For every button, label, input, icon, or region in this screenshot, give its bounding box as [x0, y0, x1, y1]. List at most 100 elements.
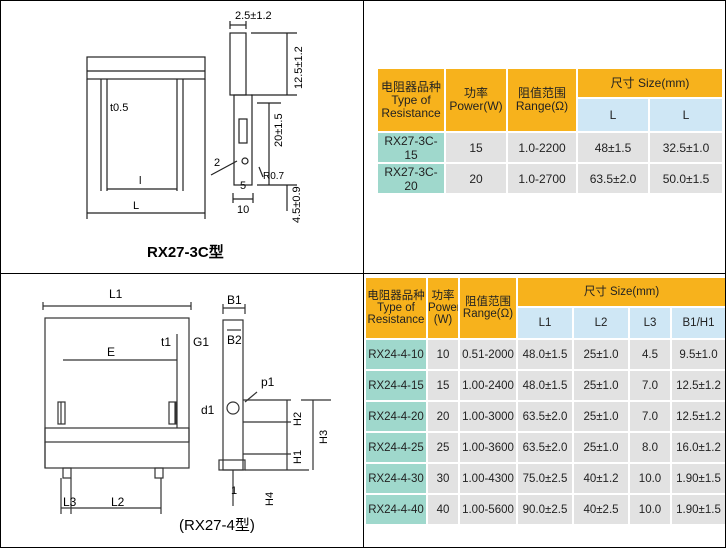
dim-E: E	[107, 345, 115, 359]
header-size-sub-1: L	[576, 97, 650, 133]
cell-range: 1.0-2200	[506, 131, 578, 164]
dim-H2: H2	[292, 412, 304, 426]
header-size-L3: L3	[628, 306, 672, 340]
cell-L2: 40±1.2	[572, 462, 630, 495]
cell-L2: 40±2.5	[572, 493, 630, 526]
cell-L3: 4.5	[628, 338, 672, 371]
rx27-3c-drawing: 2.5±1.2 12.5±1.2 t0.5 20±1.5 l L 2 5 R0.…	[86, 10, 305, 261]
dim-five: 5	[240, 180, 246, 192]
cell-range: 1.00-2400	[458, 369, 518, 402]
cell-size-2: 50.0±1.5	[647, 162, 725, 195]
rx24-4-spec-table: 电阻器品种 Type of Resistance 功率 Power (W) 阻值…	[364, 276, 725, 526]
grid-divider-vertical	[363, 1, 364, 547]
dim-r: R0.7	[263, 171, 285, 182]
dim-body: 20±1.5	[273, 113, 285, 147]
dim-L: L	[133, 200, 139, 212]
dim-t1: t1	[161, 335, 171, 349]
drawing-caption: RX27-3C型	[147, 243, 224, 261]
header-size: 尺寸 Size(mm)	[515, 276, 725, 308]
dim-H3: H3	[318, 430, 330, 444]
table-row: RX24-4-10 10 0.51-2000 48.0±1.5 25±1.0 4…	[364, 338, 725, 371]
cell-L1: 63.5±2.0	[516, 400, 574, 433]
cell-range: 0.51-2000	[458, 338, 518, 371]
dim-L2: L2	[111, 495, 125, 509]
dim-G1: G1	[193, 335, 209, 349]
table-row: RX24-4-40 40 1.00-5600 90.0±2.5 40±2.5 1…	[364, 493, 725, 526]
header-range: 阻值范围 Range(Ω)	[506, 67, 578, 133]
cell-type: RX24-4-20	[364, 400, 428, 433]
header-type: 电阻器品种 Type of Resistance	[364, 276, 428, 340]
cell-type: RX27-3C-20	[376, 162, 446, 195]
cell-L1: 48.0±1.5	[516, 338, 574, 371]
dim-H4: H4	[264, 492, 276, 506]
rx27-3c-table-panel: 电阻器品种 Type of Resistance 功率 Power(W) 阻值范…	[364, 1, 725, 273]
cell-B1H1: 16.0±1.2	[669, 431, 725, 464]
cell-B1H1: 1.90±1.5	[669, 493, 725, 526]
cell-range: 1.00-4300	[458, 462, 518, 495]
dim-one: 1	[231, 485, 237, 497]
cell-B1H1: 12.5±1.2	[669, 369, 725, 402]
cell-type: RX24-4-25	[364, 431, 428, 464]
dim-B2: B2	[227, 333, 242, 347]
table-row: RX27-3C-20 20 1.0-2700 63.5±2.0 50.0±1.5	[376, 162, 725, 195]
dim-L1: L1	[109, 287, 123, 301]
rx27-3c-drawing-panel: 2.5±1.2 12.5±1.2 t0.5 20±1.5 l L 2 5 R0.…	[1, 1, 363, 273]
header-size-L1: L1	[516, 306, 574, 340]
cell-B1H1: 9.5±1.0	[669, 338, 725, 371]
dim-l: l	[139, 175, 141, 187]
dim-ten: 10	[237, 204, 249, 216]
dim-H1: H1	[292, 450, 304, 464]
header-power: 功率 Power(W)	[444, 67, 508, 133]
cell-type: RX24-4-30	[364, 462, 428, 495]
table-row: RX24-4-25 25 1.00-3600 63.5±2.0 25±1.0 8…	[364, 431, 725, 464]
cell-L3: 10.0	[628, 493, 672, 526]
cell-L3: 10.0	[628, 462, 672, 495]
cell-L3: 8.0	[628, 431, 672, 464]
dim-lead-bottom: 4.5±0.9	[291, 186, 303, 223]
cell-L2: 25±1.0	[572, 338, 630, 371]
cell-power: 25	[426, 431, 460, 464]
cell-L1: 63.5±2.0	[516, 431, 574, 464]
cell-power: 10	[426, 338, 460, 371]
cell-power: 30	[426, 462, 460, 495]
header-power: 功率 Power (W)	[426, 276, 460, 340]
header-type: 电阻器品种 Type of Resistance	[376, 67, 446, 133]
dim-p1: p1	[261, 375, 275, 389]
cell-type: RX24-4-40	[364, 493, 428, 526]
cell-type: RX24-4-10	[364, 338, 428, 371]
cell-power: 15	[444, 131, 508, 164]
cell-range: 1.00-3600	[458, 431, 518, 464]
cell-type: RX27-3C-15	[376, 131, 446, 164]
cell-size-1: 48±1.5	[576, 131, 650, 164]
table-row: RX24-4-30 30 1.00-4300 75.0±2.5 40±1.2 1…	[364, 462, 725, 495]
cell-L3: 7.0	[628, 369, 672, 402]
dim-two: 2	[214, 157, 220, 169]
dim-d1: d1	[201, 403, 215, 417]
cell-power: 20	[444, 162, 508, 195]
cell-range: 1.00-3000	[458, 400, 518, 433]
dim-thickness: t0.5	[110, 102, 128, 114]
header-range: 阻值范围 Range(Ω)	[458, 276, 518, 340]
cell-power: 15	[426, 369, 460, 402]
table-row: RX24-4-20 20 1.00-3000 63.5±2.0 25±1.0 7…	[364, 400, 725, 433]
cell-B1H1: 12.5±1.2	[669, 400, 725, 433]
cell-L1: 90.0±2.5	[516, 493, 574, 526]
cell-size-1: 63.5±2.0	[576, 162, 650, 195]
header-size-sub-2: L	[647, 97, 725, 133]
cell-L2: 25±1.0	[572, 400, 630, 433]
dim-B1: B1	[227, 293, 242, 307]
drawing-caption: (RX27-4型)	[179, 517, 255, 534]
cell-range: 1.00-5600	[458, 493, 518, 526]
cell-type: RX24-4-15	[364, 369, 428, 402]
cell-L2: 25±1.0	[572, 431, 630, 464]
header-size: 尺寸 Size(mm)	[575, 67, 725, 99]
table-row: RX24-4-15 15 1.00-2400 48.0±1.5 25±1.0 7…	[364, 369, 725, 402]
table-row: RX27-3C-15 15 1.0-2200 48±1.5 32.5±1.0	[376, 131, 725, 164]
cell-L1: 48.0±1.5	[516, 369, 574, 402]
dim-top-width: 2.5±1.2	[235, 10, 272, 22]
cell-power: 40	[426, 493, 460, 526]
cell-L2: 25±1.0	[572, 369, 630, 402]
rx27-4-drawing: L1 t1 G1 E B1 B2 p1 d1 H2 H3 H1 H4 1 L3 …	[42, 287, 331, 534]
rx27-4-drawing-panel: L1 t1 G1 E B1 B2 p1 d1 H2 H3 H1 H4 1 L3 …	[1, 274, 363, 547]
